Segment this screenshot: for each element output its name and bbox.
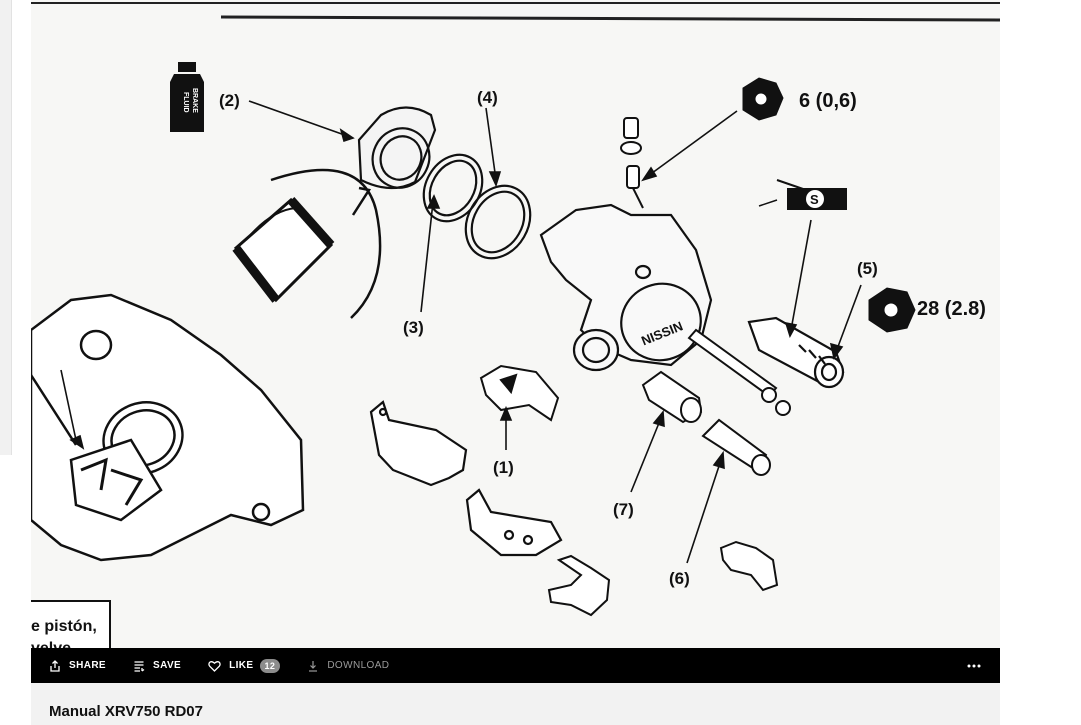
document-title: Manual XRV750 RD07 (49, 703, 203, 720)
more-options-icon (967, 664, 981, 668)
torque-spec-small: 6 (0,6) (799, 90, 857, 112)
pad-retainer-right (719, 540, 779, 592)
torque-wrench-icon-small (742, 77, 784, 121)
heart-icon (208, 660, 221, 672)
torque-spec-large: 28 (2.8) (917, 298, 986, 320)
like-button[interactable]: LIKE 12 (208, 658, 281, 673)
piston-part (357, 106, 437, 190)
bleed-valve (620, 117, 644, 209)
image-action-toolbar: SHARE SAVE LIKE 12 DOWNLOAD (31, 648, 1000, 683)
brake-fluid-bottle-icon: BRAKE FLUID (170, 62, 204, 132)
save-label: SAVE (153, 660, 182, 671)
left-panel-edge (0, 0, 12, 455)
manual-text-line-1: e pistón, (31, 618, 97, 635)
callout-2: (2) (219, 91, 240, 110)
svg-text:BRAKE: BRAKE (191, 88, 198, 113)
callout-1: (1) (493, 458, 514, 477)
share-label: SHARE (69, 660, 107, 671)
pin-sleeve (701, 418, 771, 476)
more-options-button[interactable] (966, 658, 982, 674)
brake-pad-upper (369, 400, 468, 487)
image-caption: Manual XRV750 RD07 (31, 683, 1000, 725)
svg-text:S: S (810, 192, 819, 207)
torque-wrench-icon-large (868, 287, 916, 333)
callout-3: (3) (403, 318, 424, 337)
caliper-body: NISSIN (539, 203, 713, 372)
svg-text:FLUID: FLUID (182, 92, 189, 113)
brake-pad-lower (465, 488, 563, 557)
callout-7: (7) (613, 500, 634, 519)
grease-icon: S (758, 179, 847, 210)
slide-pin-bolt (747, 316, 845, 389)
long-pin (687, 328, 791, 416)
download-icon (309, 660, 318, 672)
download-label: DOWNLOAD (327, 660, 390, 671)
share-button[interactable]: SHARE (49, 659, 107, 672)
save-button[interactable]: SAVE (133, 660, 181, 672)
share-icon (50, 659, 60, 672)
callout-5: (5) (857, 259, 878, 278)
like-count-badge: 12 (259, 658, 281, 673)
download-button[interactable]: DOWNLOAD (307, 660, 389, 672)
like-label: LIKE (229, 660, 254, 671)
pad-retainer-small (547, 554, 611, 617)
manual-text-fragment: e pistón, velve (31, 600, 111, 648)
save-icon (134, 660, 145, 672)
seal-cross-section (232, 168, 382, 319)
brake-caliper-diagram: BRAKE FLUID (31, 2, 1000, 617)
document-viewer[interactable]: BRAKE FLUID (31, 0, 1000, 648)
callout-4: (4) (477, 88, 498, 107)
pad-spring (479, 364, 560, 422)
seal-rings (422, 153, 532, 260)
manual-text-line-2: velve (31, 640, 71, 648)
pin-boot (641, 370, 703, 424)
leader-lines (60, 100, 862, 564)
caliper-bracket (31, 293, 305, 562)
callout-6: (6) (669, 569, 690, 588)
